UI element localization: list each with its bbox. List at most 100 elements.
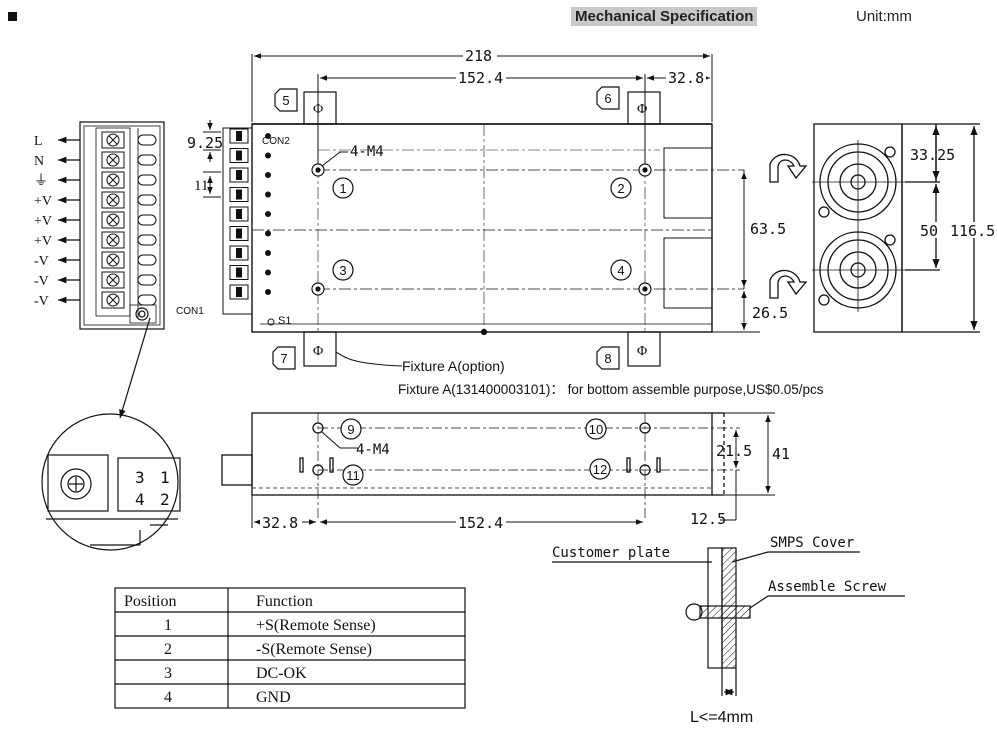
screw-label-side: 4-M4 [356,442,390,458]
marker-circle [589,458,611,480]
dim-bottom-offset: 26.5 [752,304,788,322]
con2-dot [265,269,271,276]
terminal-label: -V [34,294,49,309]
terminal-screw [106,173,120,187]
terminal-screw [106,133,120,147]
con1-pins: 3 1 4 2 [135,468,170,509]
terminal-screw [106,233,120,247]
dim-fan-spacing: 50 [920,222,938,240]
con2-pin [236,267,242,278]
smps-cover-label: SMPS Cover [770,535,854,551]
fixture-callout-text: Fixture A(option) [402,358,505,374]
con2-dot [265,172,271,178]
con2-terminal-strip [229,128,271,300]
terminal-contact [137,274,157,286]
position-marker: 11 [342,464,364,486]
marker-number: 4 [617,263,624,278]
mounting-holes-top [311,163,652,336]
svg-text:Φ: Φ [313,344,323,359]
con2-cell [229,187,249,202]
terminal-label: ⏚ [34,173,48,189]
terminal-screw-housing [101,211,125,229]
terminal-screw-slot [108,235,118,245]
terminal-label: L [34,134,43,149]
terminal-label: N [34,154,44,169]
terminal-label: -V [34,274,49,289]
marker-number: 6 [604,91,611,106]
terminal-contact [137,154,157,166]
svg-text:Φ: Φ [637,102,647,117]
con2-cell [229,284,249,300]
position-marker: 5 [274,88,298,112]
table-header-function: Function [256,593,313,610]
terminal-screw-housing [101,131,125,149]
terminal-label: +V [34,214,52,229]
con2-pin [236,209,242,219]
terminal-label: -V [34,254,49,269]
unit-label: Unit:mm [856,8,912,25]
customer-plate-label: Customer plate [552,545,670,561]
terminal-screw-slot [108,275,118,285]
terminal-contact [137,174,157,186]
marker-number: 10 [589,422,603,437]
assemble-screw-label: Assemble Screw [768,579,887,595]
terminal-screw-slot [108,295,118,305]
terminal-screw [106,253,120,267]
position-marker: 6 [596,86,620,110]
terminal-contact [137,254,157,266]
fixture-callout [335,351,403,367]
position-marker: 8 [596,346,620,370]
terminal-label: +V [34,234,52,249]
terminal-screw [106,273,120,287]
position-marker: 3 [332,259,354,281]
con2-cell [229,245,249,261]
screw-mount-texts: Customer plate SMPS Cover Assemble Screw… [552,535,887,726]
con1-detail [41,317,181,551]
table-cell: 2 [164,641,172,658]
marker-number: 2 [617,181,624,196]
dim-hole-spacing-x: 152.4 [458,69,503,87]
table-cell: DC-OK [256,665,307,682]
marker-number: 3 [339,263,346,278]
terminal-screw-housing [101,291,125,309]
fixture-note: Fixture A(131400003101)： for bottom asse… [398,382,824,397]
terminal-screw [106,193,120,207]
terminal-contact [137,294,157,306]
function-table [114,587,466,709]
svg-text:Φ: Φ [637,344,647,359]
terminal-screw-housing [101,151,125,169]
marker-frame [596,86,620,110]
con2-dot [265,133,271,139]
con2-pin [236,287,242,297]
marker-frame [272,346,296,370]
dim-hole-offset-right: 32.8 [668,69,704,87]
terminal-screw-housing [101,271,125,289]
terminal-screw-slot [108,175,118,185]
dim-overall-width: 116.5 [950,222,995,240]
marker-number: 11 [346,468,360,483]
marker-circle [610,177,632,199]
table-cell: GND [256,689,291,706]
marker-number: 1 [339,181,346,196]
terminal-screw-housing [101,171,125,189]
top-dimension-texts: 218 152.4 32.8 63.5 26.5 9.25 11 4-M4 CO… [176,47,788,327]
marker-frame [596,346,620,370]
table-cell: 3 [164,665,172,682]
top-view-outline [222,123,744,333]
side-view-outline [221,412,740,520]
con2-dot [265,152,271,159]
con2-cell [229,167,249,183]
marker-circle [332,259,354,281]
marker-frame [274,88,298,112]
marker-circle [332,177,354,199]
terminal-screw-housing [101,231,125,249]
table-cell: +S(Remote Sense) [256,617,376,634]
dim-terminal-pitch-top: 9.25 [187,134,223,152]
screw-length-label: L<=4mm [690,709,753,726]
terminal-screw [106,213,120,227]
terminal-screw-slot [108,195,118,205]
dim-side-hole-height: 21.5 [716,442,752,460]
con1-pin: 3 [135,468,145,487]
dim-side-bottom-offset: 12.5 [690,510,726,528]
